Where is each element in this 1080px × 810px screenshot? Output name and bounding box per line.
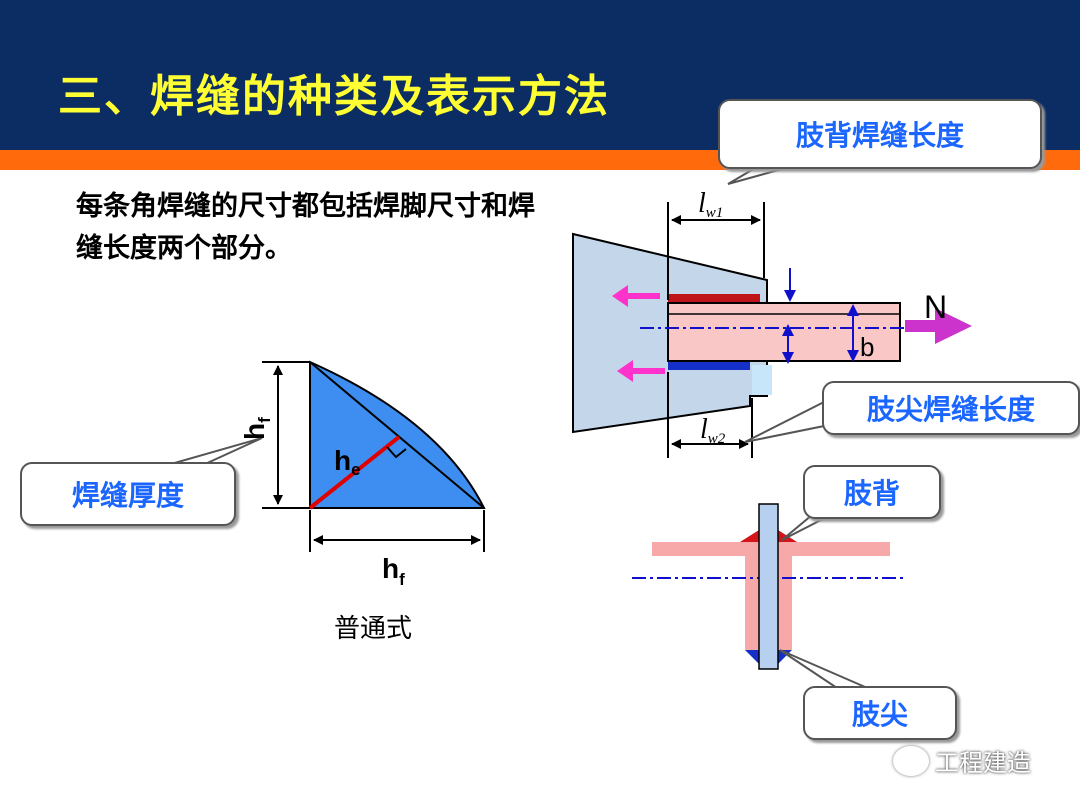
throat-line: [308, 435, 401, 510]
force-arrow-N: [905, 308, 972, 344]
reaction-arrow-top: [612, 285, 660, 307]
callout-angle-tip: 肢尖: [803, 686, 957, 740]
back-weld-left: [740, 530, 759, 542]
label-lw1: lw1: [698, 188, 723, 221]
gusset-section: [758, 503, 779, 670]
tip-weld: [668, 362, 750, 370]
wechat-icon: [893, 745, 929, 776]
callout-weld-thickness: 焊缝厚度: [20, 462, 236, 526]
lap-joint-diagram: lw1 lw2 N b: [572, 163, 972, 458]
watermark: 工程建造: [893, 743, 1031, 778]
callout-angle-back: 肢背: [803, 465, 941, 519]
label-hf-bottom: hf: [382, 553, 405, 589]
edge-gap: [752, 365, 772, 395]
watermark-text: 工程建造: [935, 749, 1031, 777]
tip-length-callout-pointer: [744, 400, 825, 443]
angle-leg-left: [745, 542, 759, 650]
back-weld: [668, 294, 760, 302]
label-he: he: [334, 445, 361, 479]
section-view: [632, 499, 905, 691]
callout-tip-weld-length: 肢尖焊缝长度: [822, 381, 1080, 435]
slide-description: 每条角焊缝的尺寸都包括焊脚尺寸和焊缝长度两个部分。: [76, 191, 535, 264]
callout-back-weld-length: 肢背焊缝长度: [718, 99, 1042, 169]
reaction-arrow-bottom: [617, 360, 665, 382]
label-b: b: [860, 332, 874, 362]
right-angle-mark: [386, 446, 407, 459]
tip-callout-pointer: [779, 649, 873, 691]
label-hf-left: hf: [239, 417, 274, 440]
fillet-section: hf he hf: [149, 360, 486, 589]
tip-weld-left: [745, 650, 759, 664]
caption-ordinary-type: 普通式: [334, 614, 413, 644]
weld-hypotenuse: [309, 361, 485, 509]
label-lw2: lw2: [700, 414, 726, 447]
slide-title: 三、焊缝的种类及表示方法: [58, 71, 610, 122]
angle-leg-right: [778, 542, 792, 650]
label-N: N: [924, 289, 947, 325]
